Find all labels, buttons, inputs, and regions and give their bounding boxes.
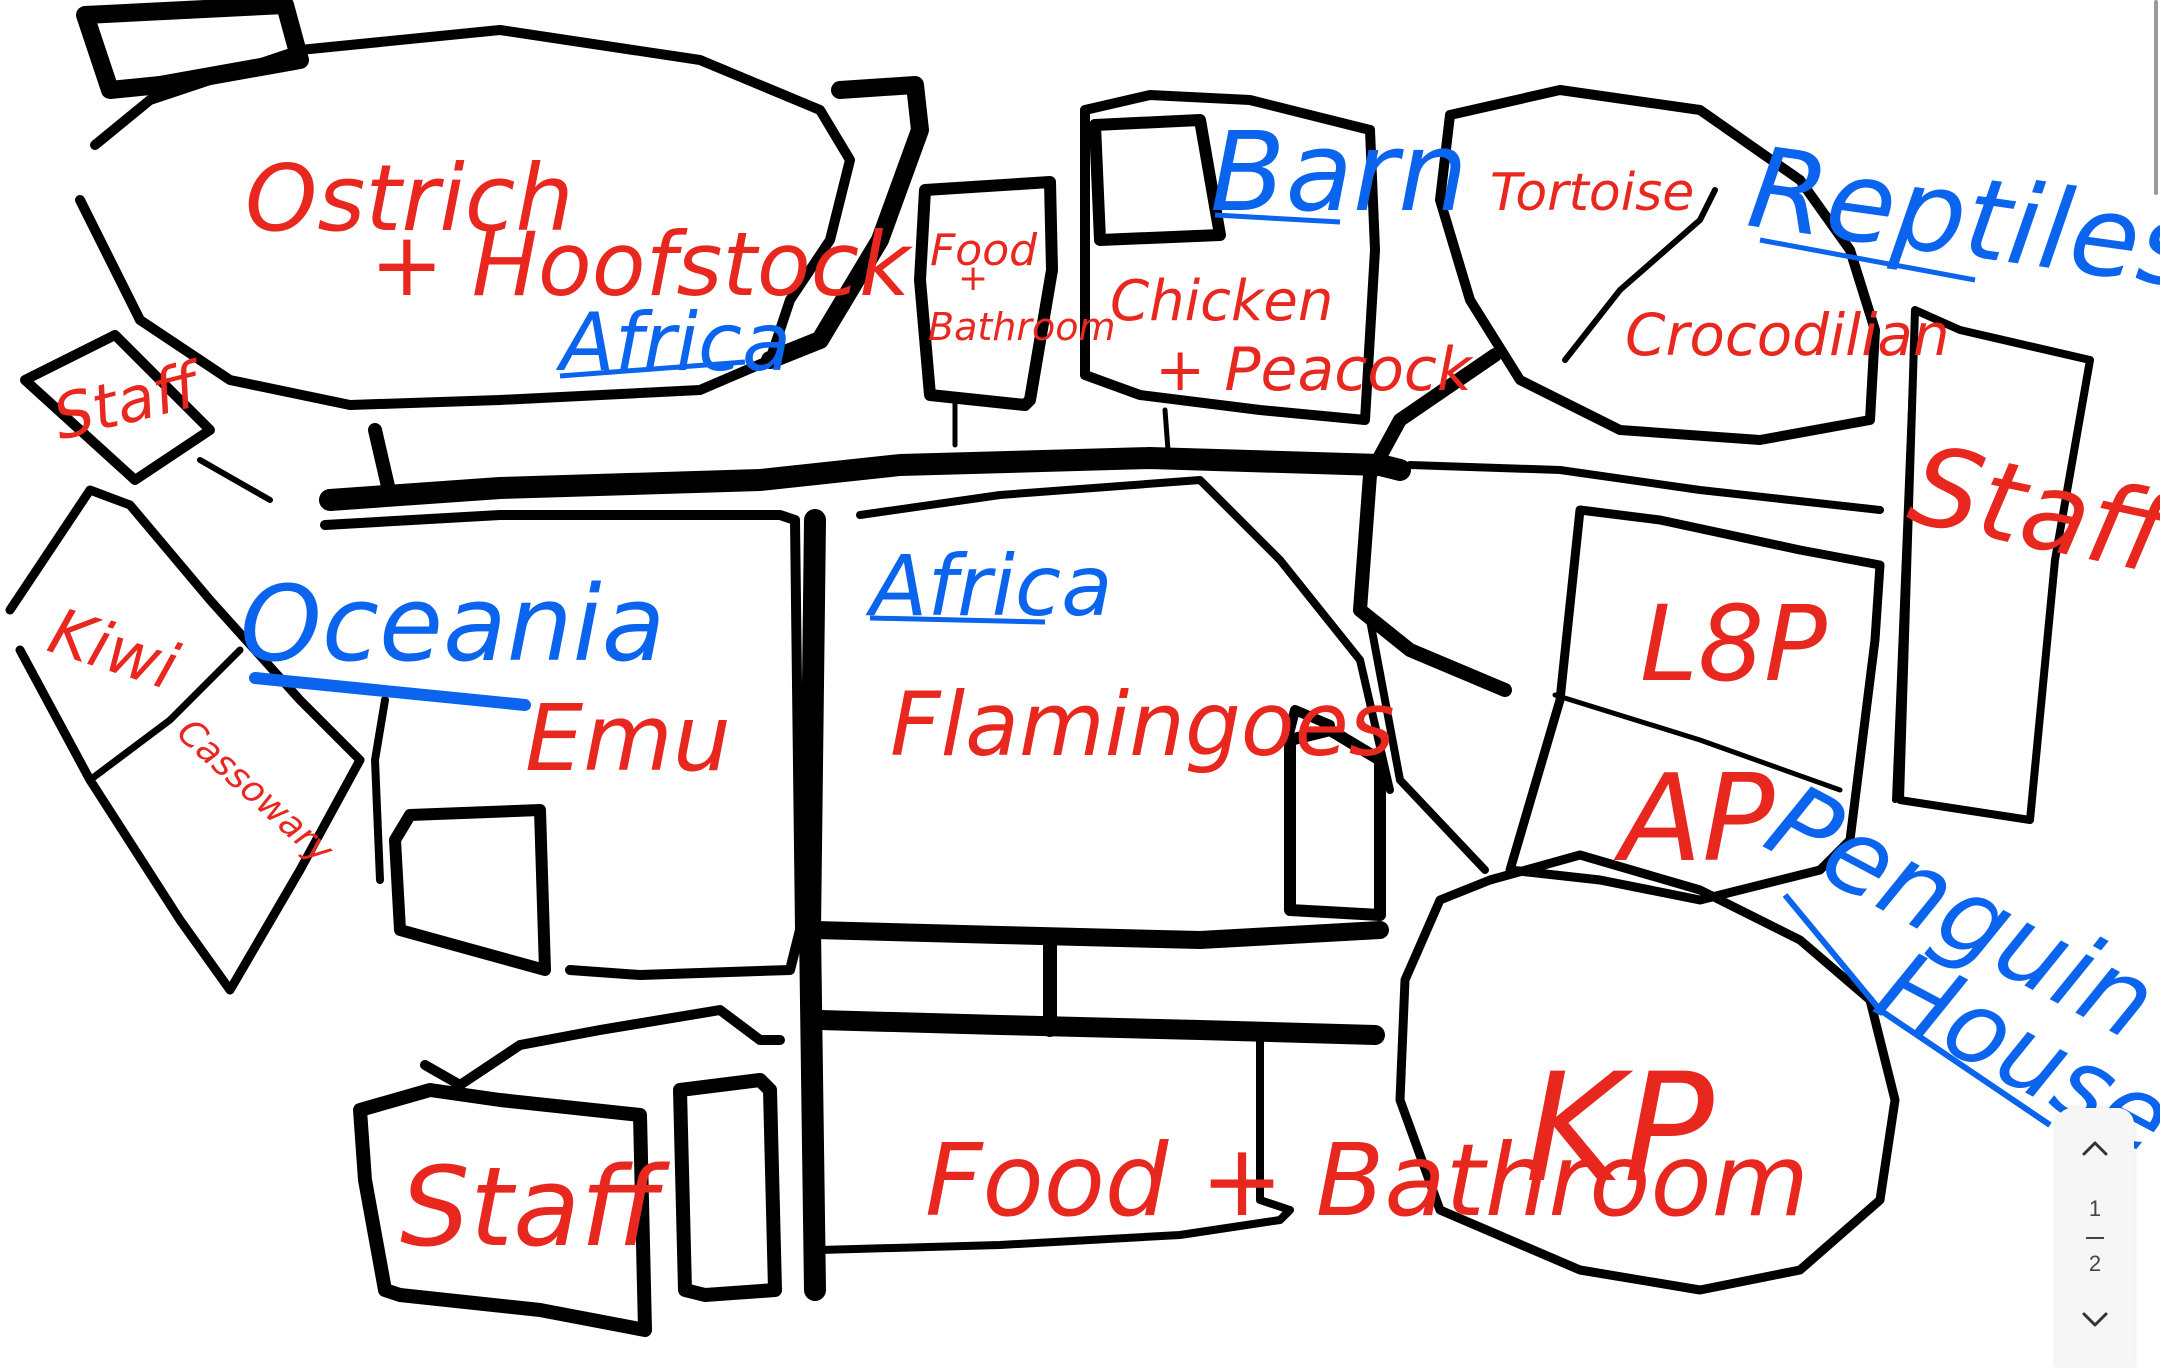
label-peacock: + Peacock	[1155, 335, 1474, 405]
label-reptiles: Reptiles	[1741, 123, 2160, 315]
kiwi-cassowary-enclosure	[5, 485, 365, 995]
label-chicken: Chicken	[1110, 269, 1333, 334]
label-ap: AP	[1613, 750, 1775, 889]
current-page: 1	[2088, 1196, 2102, 1221]
reptiles-enclosure	[1435, 85, 1880, 445]
red-labels: Ostrich + Hoofstock Food + Bathroom Chic…	[40, 145, 2160, 1271]
emu-left-wall	[371, 696, 389, 884]
label-food-small-1: Food	[930, 225, 1038, 276]
reptiles-divider	[1562, 187, 1718, 363]
label-kiwi: Kiwi	[40, 595, 187, 706]
barn-stem	[1162, 407, 1171, 453]
staff-bottom-box	[353, 1083, 652, 1337]
kiwi-link	[197, 457, 273, 503]
page-navigator: 1 2	[2056, 1108, 2134, 1368]
top-left-box	[76, 0, 309, 99]
lbp-ap-divider	[1552, 692, 1843, 793]
page-up-button[interactable]	[2056, 1120, 2134, 1180]
scrollbar-thumb[interactable]	[2154, 0, 2158, 195]
label-cassowary: Cassowary	[169, 711, 341, 872]
vertical-scrollbar[interactable]	[2152, 0, 2160, 1368]
ostrich-enclosure	[75, 25, 855, 410]
emu-enclosure	[320, 510, 805, 980]
label-kp: KP	[1525, 1042, 1714, 1216]
food-bathroom-bottom-wall-top	[810, 1010, 1385, 1045]
label-tortoise: Tortoise	[1490, 163, 1694, 223]
reptiles-link	[1353, 348, 1512, 697]
label-crocodilian: Crocodilian	[1625, 301, 1950, 369]
staff-bottom-roof	[420, 1005, 785, 1090]
staff-right-left-line	[1892, 307, 1918, 803]
label-ostrich: Ostrich	[245, 145, 574, 252]
label-staff-topleft: Staff	[46, 347, 212, 455]
enclosure-outlines	[5, 0, 2094, 1337]
label-flamingoes: Flamingoes	[890, 673, 1395, 776]
label-hoofstock: + Hoofstock	[370, 213, 913, 316]
reptiles-wall	[1406, 461, 1884, 514]
underline-barn	[1214, 212, 1341, 225]
food-bathroom-small-box	[914, 176, 1058, 411]
main-wall-left-stub	[368, 423, 397, 502]
underline-africa-mid	[869, 615, 1046, 625]
staff-topleft-box	[20, 330, 215, 485]
staff-right-box	[1896, 306, 2094, 824]
label-food-small-3: Bathroom	[928, 305, 1115, 349]
flamingo-bottom-wall	[806, 921, 1389, 949]
flamingo-small-box	[1284, 724, 1386, 921]
ostrich-inner-wall	[761, 76, 929, 369]
label-staff-bottom: Staff	[400, 1143, 670, 1271]
barn-enclosure	[1080, 90, 1380, 425]
narrow-bottom-box	[673, 1073, 782, 1302]
flamingo-stub-box	[1285, 705, 1335, 735]
central-wall	[799, 509, 826, 1301]
underline-africa-top	[559, 359, 746, 379]
flamingo-enclosure	[856, 476, 1394, 794]
label-lbp: L8P	[1640, 583, 1827, 705]
kiwi-divider	[86, 646, 244, 784]
label-staff-right: Staff	[1900, 420, 2160, 601]
label-emu: Emu	[525, 685, 731, 792]
underline-penguin-house	[1782, 893, 2052, 1128]
kp-enclosure	[1395, 850, 1900, 1295]
food-bathroom-bottom-enclosure	[816, 1036, 1294, 1254]
chevron-down-icon	[2081, 1311, 2109, 1333]
underline-oceania	[249, 672, 531, 711]
reptiles-link-2	[1366, 616, 1489, 874]
total-pages: 2	[2088, 1251, 2102, 1276]
label-food-small-2: +	[958, 258, 988, 299]
page-separator	[2086, 1237, 2104, 1239]
chevron-up-icon	[2081, 1139, 2109, 1161]
main-wall-top	[319, 447, 1411, 511]
page-down-button[interactable]	[2056, 1292, 2134, 1352]
emu-small-box	[389, 804, 551, 976]
underline-reptiles	[1759, 237, 1976, 283]
label-food-bathroom-bottom: Food + Bathroom	[925, 1122, 1809, 1239]
label-oceania: Oceania	[240, 563, 665, 685]
barn-inner-box	[1089, 114, 1226, 246]
